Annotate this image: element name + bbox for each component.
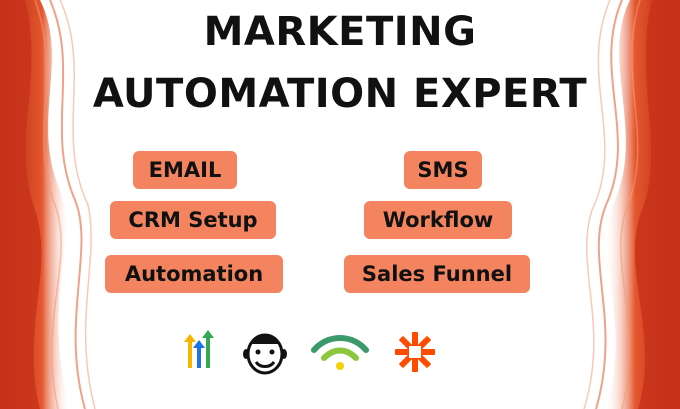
right-ribbon-decoration bbox=[583, 0, 680, 409]
tag-workflow: Workflow bbox=[364, 201, 512, 239]
tag-crm-setup: CRM Setup bbox=[110, 201, 276, 239]
left-ribbon-decoration bbox=[0, 0, 96, 409]
gohighlevel-logo-icon bbox=[184, 330, 214, 368]
tag-sms: SMS bbox=[404, 151, 482, 189]
headline-line-2: AUTOMATION EXPERT bbox=[92, 71, 588, 117]
tag-automation: Automation bbox=[105, 255, 283, 293]
signal-arc-logo-icon bbox=[311, 335, 369, 370]
tag-sales-funnel: Sales Funnel bbox=[344, 255, 530, 293]
headline-line-1: MARKETING bbox=[203, 9, 477, 55]
tag-email: EMAIL bbox=[133, 151, 237, 189]
zapier-logo-icon bbox=[395, 332, 435, 372]
mailchimp-logo-icon bbox=[243, 333, 287, 375]
